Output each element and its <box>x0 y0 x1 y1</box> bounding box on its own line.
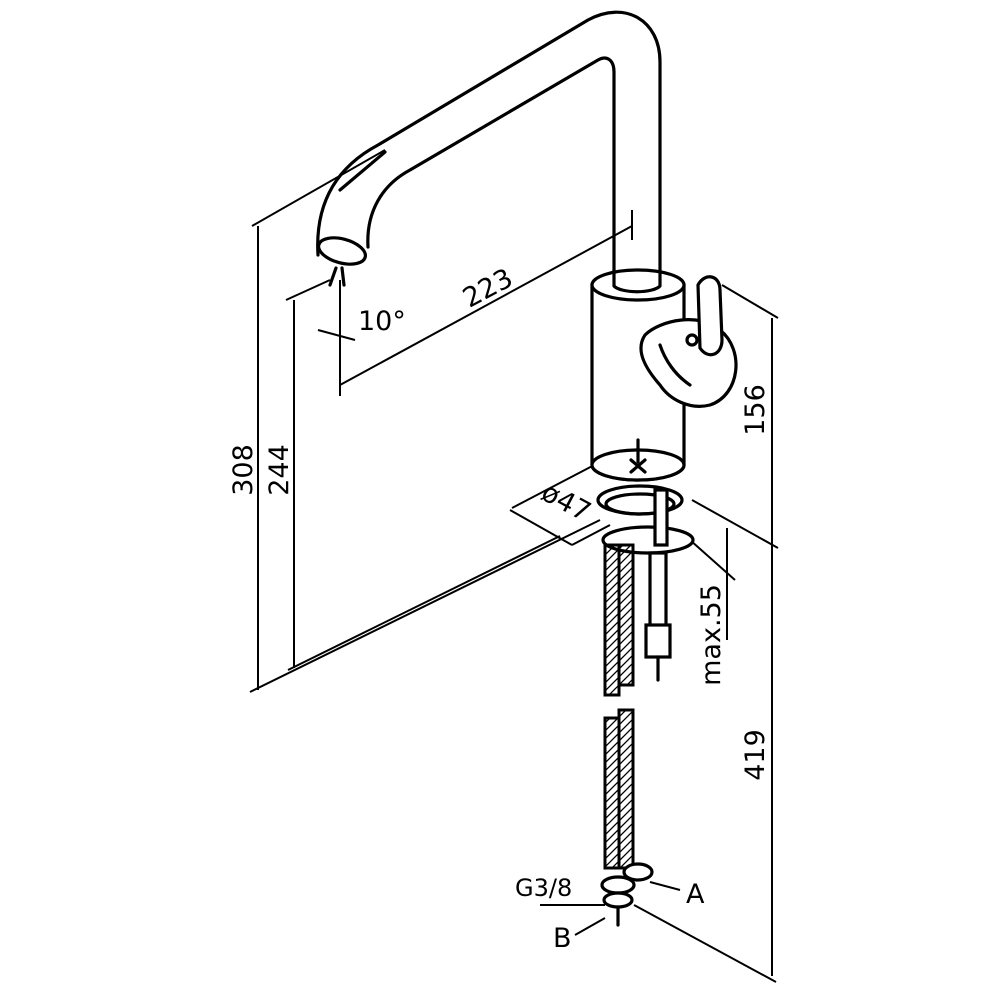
label-a: A <box>686 879 705 910</box>
dim-10-degrees: 10° <box>358 306 406 337</box>
spout <box>316 10 662 287</box>
label-g3-8: G3/8 <box>515 874 572 902</box>
dim-308: 308 <box>228 444 259 496</box>
supply-hoses <box>600 543 654 927</box>
dim-419: 419 <box>740 729 771 781</box>
dim-223: 223 <box>458 263 518 315</box>
dim-156: 156 <box>740 384 771 436</box>
dim-244: 244 <box>264 444 295 496</box>
lever-handle <box>639 275 738 408</box>
label-b: B <box>553 923 572 954</box>
mounting-hardware <box>596 484 695 682</box>
dim-max-55: max.55 <box>696 584 727 686</box>
dim-diameter-47: ø47 <box>536 477 595 528</box>
dimension-lines <box>249 149 779 983</box>
